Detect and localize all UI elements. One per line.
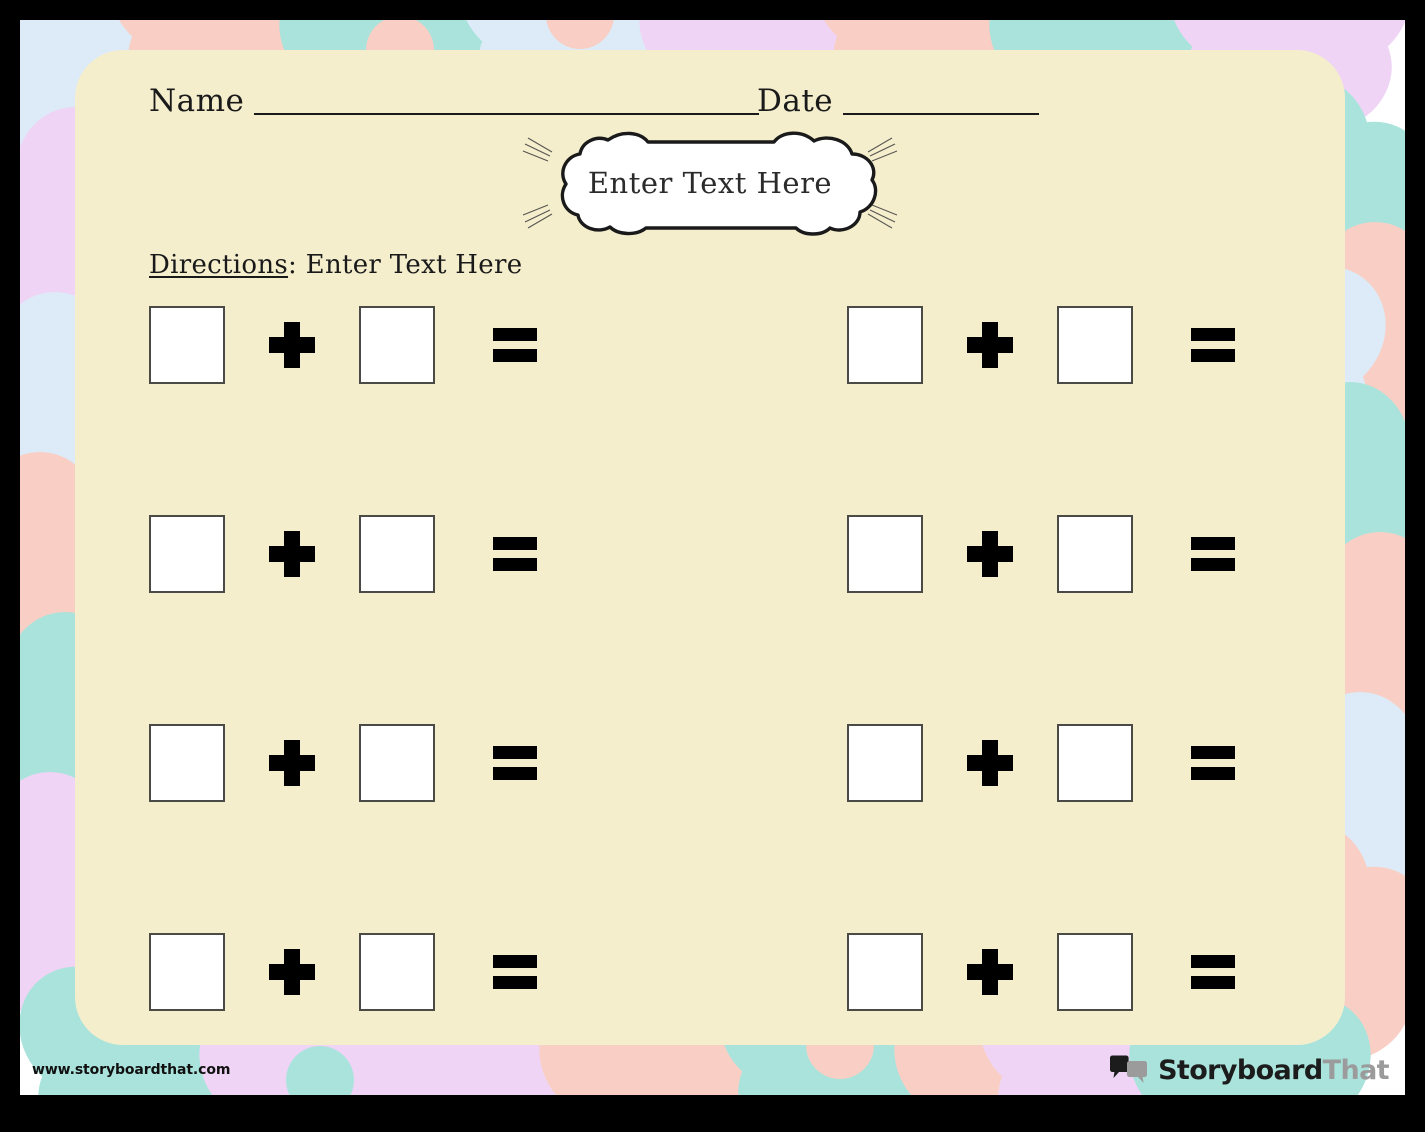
plus-icon [967, 740, 1013, 786]
logo-text-primary: Storyboard [1158, 1054, 1323, 1086]
problem-row [75, 720, 1345, 929]
speech-bubbles-icon [1110, 1055, 1148, 1083]
equals-icon [493, 954, 537, 990]
site-url[interactable]: www.storyboardthat.com [32, 1062, 231, 1078]
directions-text: Enter Text Here [305, 250, 523, 280]
problem-p2 [847, 302, 1235, 388]
operand-b-box[interactable] [1057, 306, 1133, 384]
operand-b-box[interactable] [359, 933, 435, 1011]
operand-a-box[interactable] [149, 933, 225, 1011]
equals-icon [493, 536, 537, 572]
operand-b-box[interactable] [1057, 933, 1133, 1011]
name-field[interactable]: Name [149, 86, 759, 119]
equals-icon [1191, 954, 1235, 990]
plus-icon [967, 531, 1013, 577]
problem-grid [75, 302, 1345, 1132]
operand-b-box[interactable] [359, 306, 435, 384]
problem-p7 [149, 929, 537, 1015]
plus-icon [269, 531, 315, 577]
problem-p6 [847, 720, 1235, 806]
problem-p5 [149, 720, 537, 806]
operand-b-box[interactable] [1057, 515, 1133, 593]
date-label: Date [757, 83, 834, 119]
logo-text-secondary: That [1322, 1054, 1390, 1086]
equals-icon [493, 327, 537, 363]
operand-b-box[interactable] [1057, 724, 1133, 802]
equals-icon [493, 745, 537, 781]
logo-text: StoryboardThat [1158, 1054, 1390, 1086]
operand-b-box[interactable] [359, 515, 435, 593]
directions-separator: : [288, 250, 306, 280]
equals-icon [1191, 327, 1235, 363]
equals-icon [1191, 536, 1235, 572]
operand-a-box[interactable] [149, 306, 225, 384]
worksheet-card: Name Date [75, 50, 1345, 1045]
problem-row [75, 511, 1345, 720]
problem-p8 [847, 929, 1235, 1015]
name-label: Name [149, 83, 245, 119]
directions-label: Directions [149, 250, 289, 280]
equals-icon [1191, 745, 1235, 781]
plus-icon [967, 949, 1013, 995]
plus-icon [967, 322, 1013, 368]
operand-b-box[interactable] [359, 724, 435, 802]
name-write-line[interactable] [254, 113, 759, 115]
problem-p4 [847, 511, 1235, 597]
operand-a-box[interactable] [847, 306, 923, 384]
storyboardthat-logo[interactable]: StoryboardThat [1109, 1050, 1390, 1090]
operand-a-box[interactable] [149, 724, 225, 802]
title-banner[interactable]: Enter Text Here [512, 128, 908, 238]
plus-icon [269, 322, 315, 368]
cloud-banner-icon [522, 131, 898, 236]
problem-row [75, 302, 1345, 511]
date-field[interactable]: Date [757, 86, 1039, 119]
operand-a-box[interactable] [847, 933, 923, 1011]
operand-a-box[interactable] [149, 515, 225, 593]
title-text: Enter Text Here [587, 166, 833, 200]
plus-icon [269, 740, 315, 786]
problem-p1 [149, 302, 537, 388]
plus-icon [269, 949, 315, 995]
problem-p3 [149, 511, 537, 597]
date-write-line[interactable] [843, 113, 1039, 115]
operand-a-box[interactable] [847, 724, 923, 802]
operand-a-box[interactable] [847, 515, 923, 593]
directions-line: Directions: Enter Text Here [149, 250, 522, 280]
problem-row [75, 929, 1345, 1132]
